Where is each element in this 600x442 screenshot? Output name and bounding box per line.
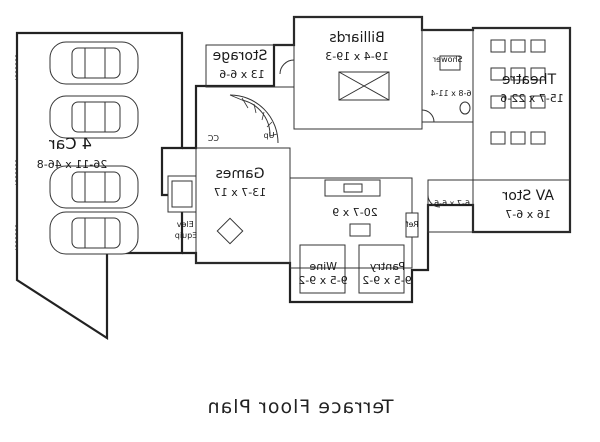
- pantry-size: 9-5 x 9-2: [362, 274, 411, 287]
- wine-size: 9-5 x 9-2: [298, 274, 347, 287]
- door-swing-storage: [279, 59, 295, 75]
- pantry-walls: [358, 244, 405, 294]
- bar-sink: [349, 223, 371, 237]
- room-labels: 4 Car 26-11 x 46-8 Storage 13 x 6-6 Bill…: [37, 30, 564, 287]
- shower-label: Shower: [432, 55, 463, 64]
- door-swing-bath: [421, 109, 435, 123]
- wine-room-walls: [299, 244, 346, 294]
- games-size: 13-7 x 17: [214, 186, 266, 199]
- car-1: [49, 41, 139, 85]
- hall-walls: [427, 179, 474, 233]
- garage-size: 26-11 x 46-8: [37, 158, 107, 171]
- storage-name: Storage: [213, 48, 268, 64]
- garage-label: 4 Car: [49, 134, 92, 153]
- stair-up-label: Up: [264, 131, 275, 140]
- car-4: [49, 211, 139, 255]
- garage-name: 4 Car: [49, 134, 92, 153]
- toilet-fixture: [459, 101, 471, 115]
- door-swing-hall: [427, 194, 441, 208]
- pantry-name: Pantry: [369, 260, 405, 273]
- car-3: [49, 165, 139, 209]
- billiards-size: 19-4 x 19-3: [325, 50, 388, 63]
- floor-plan-drawing: [15, 15, 572, 341]
- elev-label: Elev: [177, 220, 194, 229]
- stair: [229, 94, 279, 144]
- storage-size: 13 x 6-6: [219, 68, 264, 81]
- shower-fixture: [439, 55, 461, 71]
- games-name: Games: [216, 166, 265, 182]
- bath-size: 6-8 x 11-4: [430, 89, 471, 98]
- refrigerator: [405, 212, 419, 238]
- theatre-name: Theatre: [502, 72, 557, 88]
- car-2: [49, 95, 139, 139]
- equip-label: Equip: [175, 231, 198, 240]
- closet-label: CC: [207, 134, 219, 143]
- wine-name: Wine: [309, 260, 337, 273]
- billiards-name: Billiards: [329, 30, 384, 46]
- refrigerator-label: Ref: [406, 220, 419, 229]
- av-storage-name: AV Stor: [502, 188, 554, 204]
- av-storage-size: 16 x 6-7: [505, 208, 550, 221]
- hall-size: 6-7 x 6-6: [434, 199, 470, 208]
- game-table: [216, 217, 244, 245]
- elevator-shaft: [167, 175, 197, 213]
- theatre-size: 15-7 x 22-6: [500, 92, 563, 105]
- bar-size: 20-7 x 9: [332, 206, 377, 219]
- plan-caption: Terrace Floor Plan: [206, 396, 394, 418]
- theatre-seating: [490, 39, 546, 145]
- stair-treads: [229, 94, 278, 137]
